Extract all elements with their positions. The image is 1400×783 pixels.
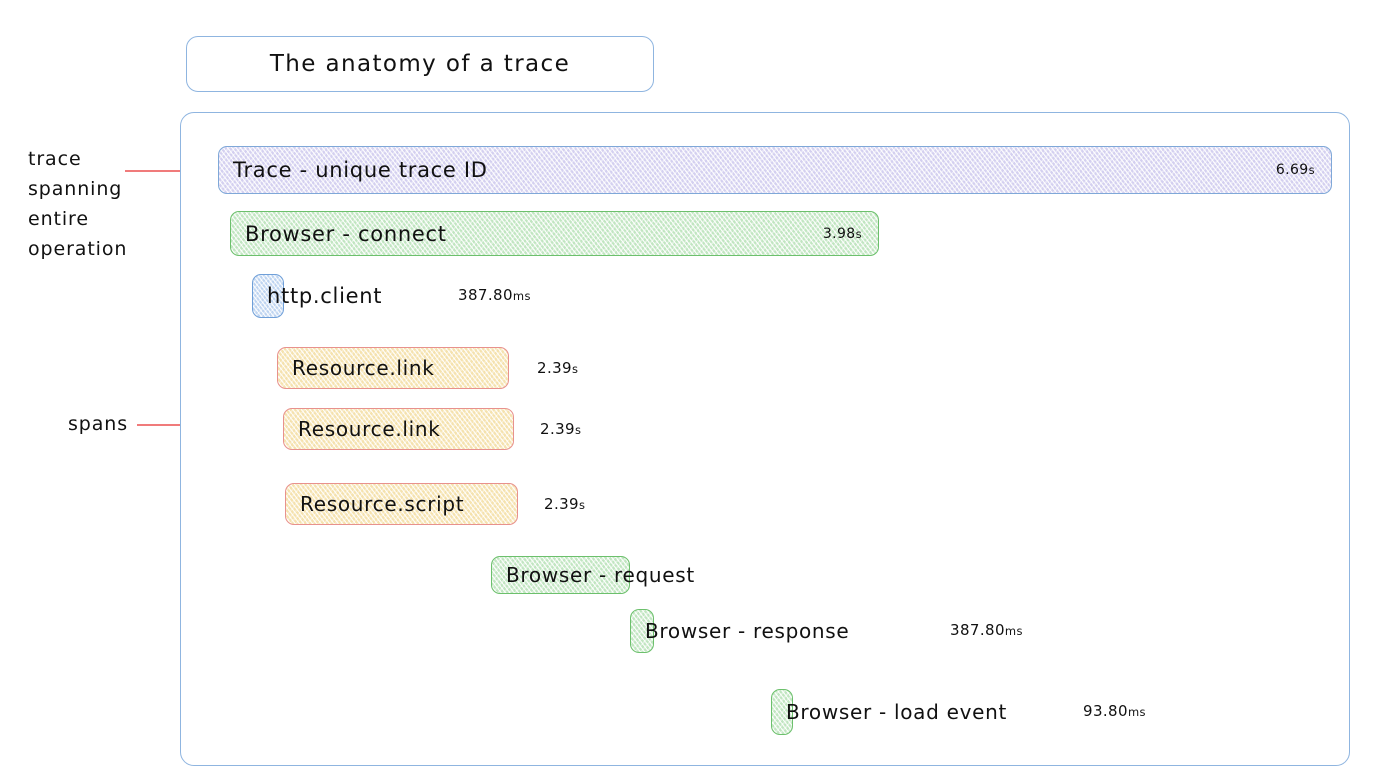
http-client-bar[interactable]: http.client [252,274,381,318]
resource-script-bar-label: Resource.script [300,492,465,516]
resource-script-bar[interactable]: Resource.script [285,483,518,525]
browser-response-bar-label: Browser - response [645,619,850,643]
trace-annotation-label: trace spanning entire operation [28,148,128,260]
browser-load-event-bar-label: Browser - load event [786,700,1008,724]
browser-request-bar-label: Browser - request [506,563,695,587]
browser-response-bar[interactable]: Browser - response [630,609,849,653]
browser-load-event-bar[interactable]: Browser - load event [771,689,1006,735]
resource-link-bar-1-label: Resource.link [292,356,435,380]
browser-request-bar[interactable]: Browser - request [491,556,694,594]
resource-link-bar-2-duration: 2.39s [540,420,582,438]
trace-leader-line [125,170,187,172]
browser-connect-bar-duration: 3.98s [822,225,862,242]
http-client-bar-duration: 387.80ms [458,286,531,304]
resource-script-bar-duration: 2.39s [544,495,586,513]
spans-leader-line [137,424,215,426]
browser-load-event-bar-duration: 93.80ms [1083,702,1146,720]
resource-link-bar-1[interactable]: Resource.link [277,347,509,389]
title-card: The anatomy of a trace [186,36,654,92]
browser-connect-bar[interactable]: Browser - connect 3.98s [230,211,879,256]
spans-annotation-label: spans [68,413,129,435]
browser-response-bar-duration: 387.80ms [950,621,1023,639]
resource-link-bar-2[interactable]: Resource.link [283,408,514,450]
trace-bar-label: Trace - unique trace ID [233,158,488,182]
page-title: The anatomy of a trace [269,51,571,77]
browser-connect-bar-label: Browser - connect [245,221,447,246]
resource-link-bar-1-duration: 2.39s [537,359,579,377]
trace-bar-duration: 6.69s [1275,162,1315,178]
resource-link-bar-2-label: Resource.link [298,417,441,441]
trace-bar[interactable]: Trace - unique trace ID 6.69s [218,146,1332,194]
http-client-bar-label: http.client [267,284,383,308]
